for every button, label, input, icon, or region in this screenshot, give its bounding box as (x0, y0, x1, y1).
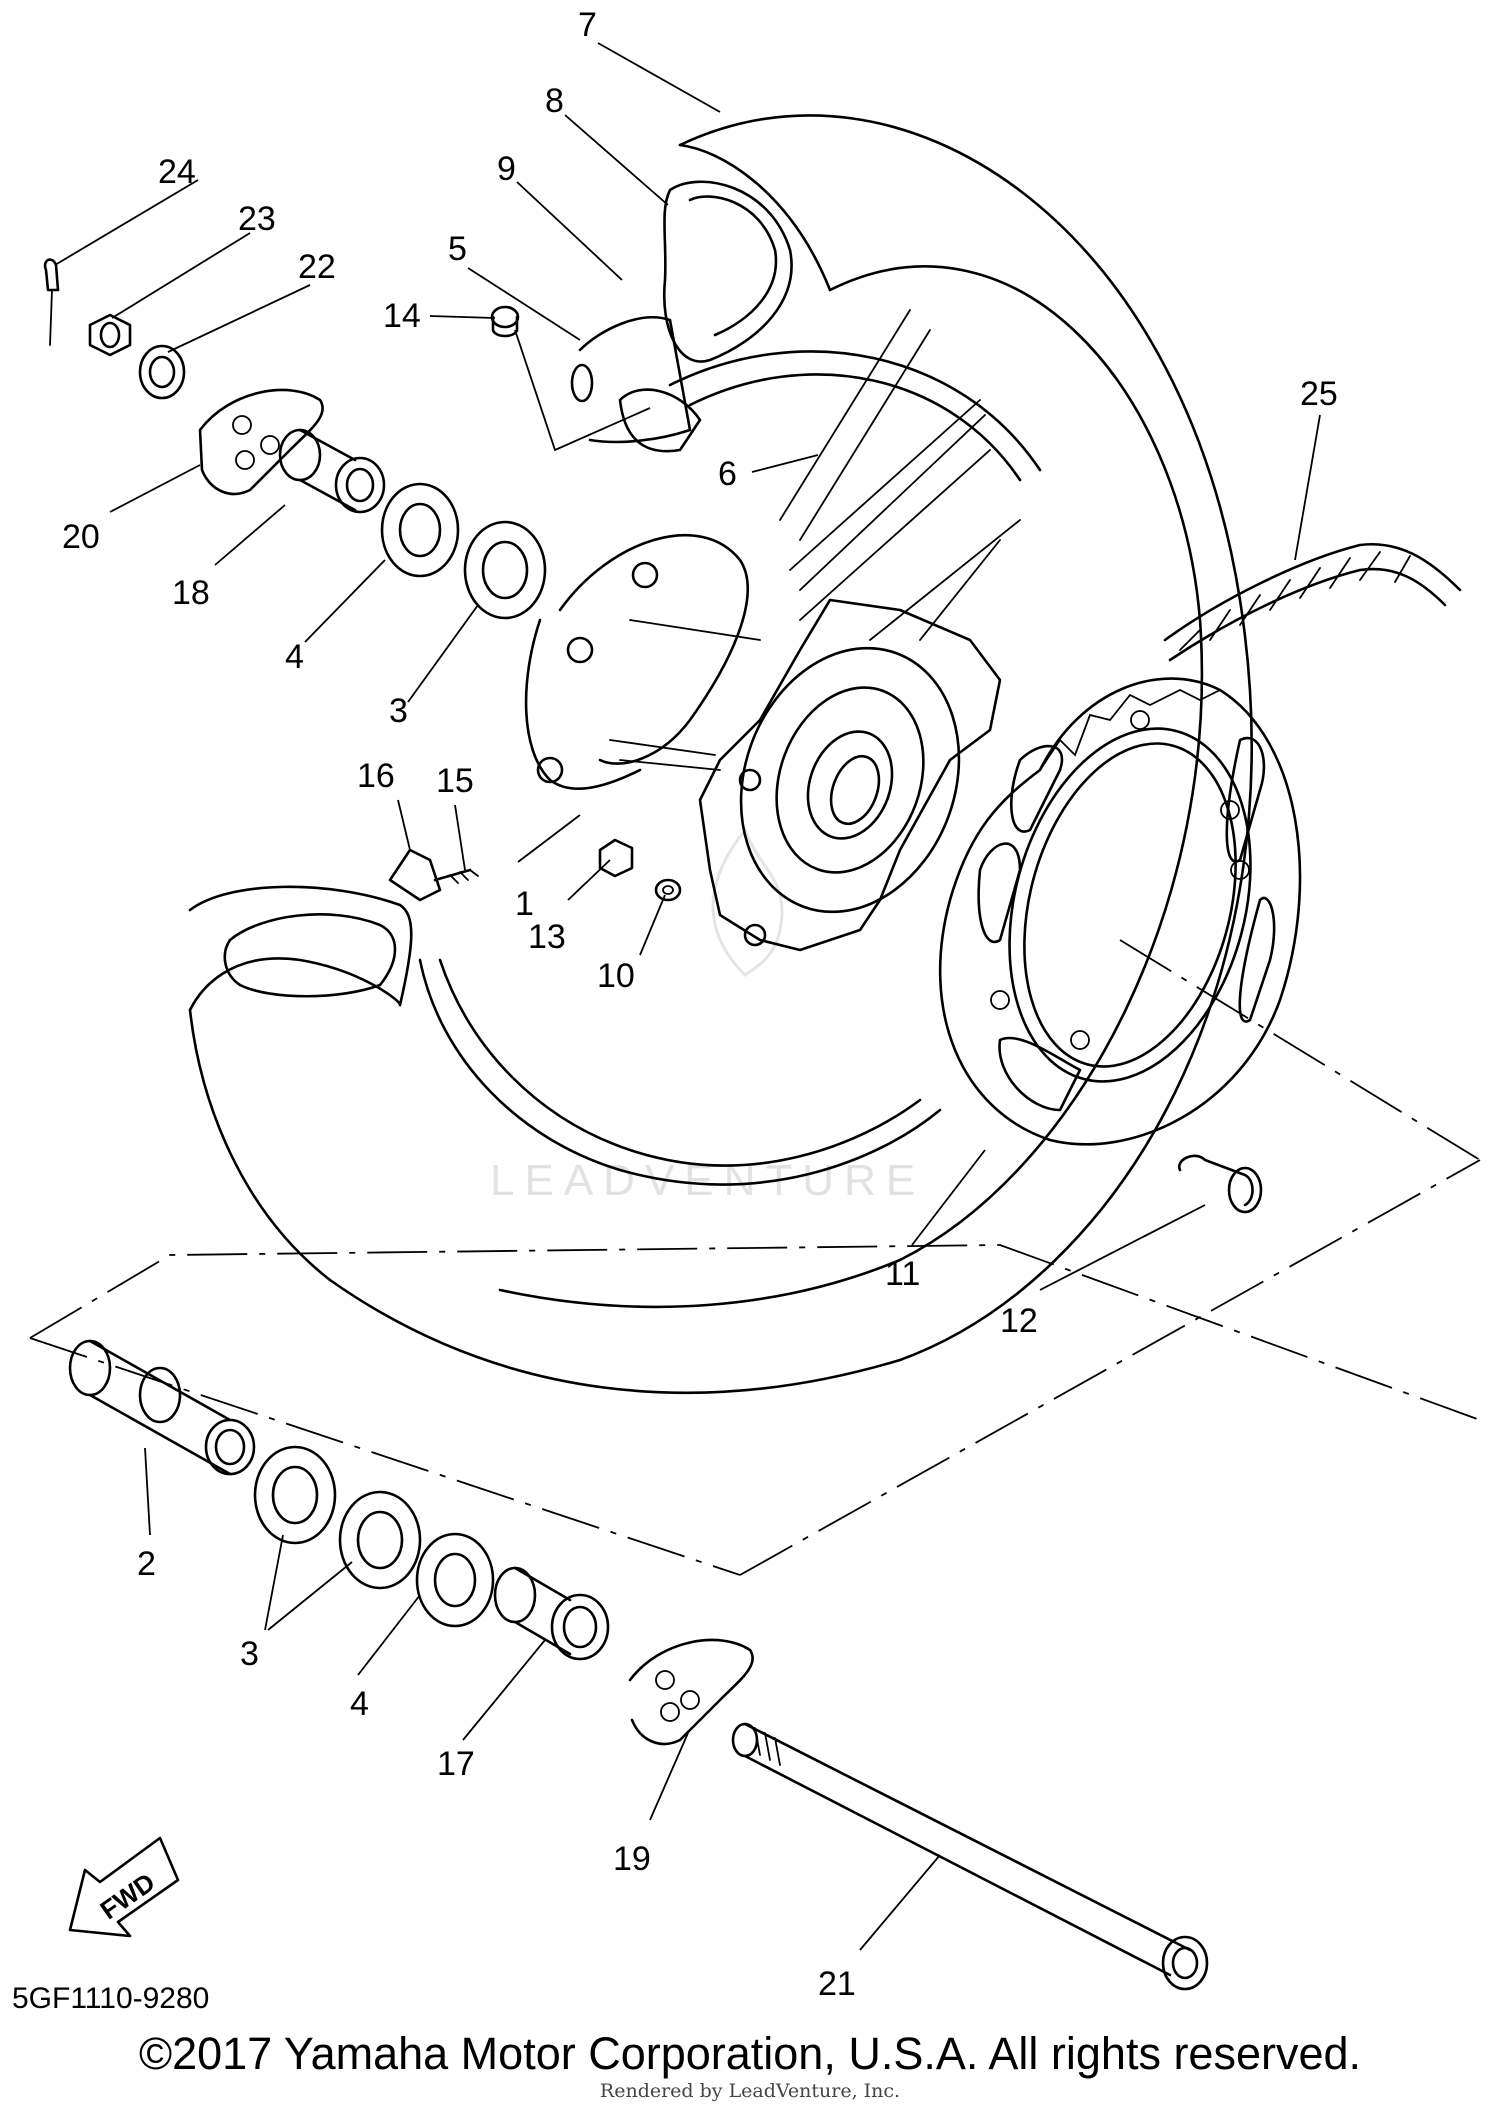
spacer-collar (68, 1339, 256, 1476)
spokes (609, 309, 1021, 771)
leadventure-watermark: LEADVENTURE (490, 827, 925, 1205)
callout-8: 8 (545, 82, 564, 120)
callout-1: 1 (515, 885, 534, 923)
rendered-by-notice: Rendered by LeadVenture, Inc. (599, 2080, 901, 2102)
callout-22: 22 (298, 248, 336, 286)
callout-4: 4 (285, 638, 304, 676)
sprocket (938, 677, 1302, 1146)
callout-16: 16 (357, 757, 395, 795)
bearings-lower (253, 1445, 610, 1661)
callout-5: 5 (448, 230, 467, 268)
callout-2: 2 (137, 1545, 156, 1583)
callout-3-lower: 3 (240, 1635, 259, 1673)
hub (524, 534, 1002, 952)
callout-19: 19 (613, 1840, 651, 1878)
tube (223, 180, 793, 998)
chain (1163, 542, 1462, 662)
callout-18: 18 (172, 574, 210, 612)
callout-24: 24 (158, 153, 196, 191)
rim (418, 350, 1042, 1186)
callout-10: 10 (597, 957, 635, 995)
copyright-notice: ©2017 Yamaha Motor Corporation, U.S.A. A… (138, 2028, 1362, 2079)
callout-7: 7 (578, 6, 597, 44)
axle (731, 1722, 1209, 1991)
callout-20: 20 (62, 518, 100, 556)
callout-numbers: 1 2 3 4 5 6 7 8 9 10 11 12 13 14 15 16 1… (62, 6, 1338, 2003)
valve-parts (388, 305, 520, 902)
callout-17: 17 (437, 1745, 475, 1783)
callout-3: 3 (389, 692, 408, 730)
watermark-text: LEADVENTURE (490, 1156, 925, 1205)
chain-puller-lower (628, 1638, 754, 1746)
rim-band (570, 316, 702, 453)
callout-4-lower: 4 (350, 1685, 369, 1723)
callout-6: 6 (718, 455, 737, 493)
tire (188, 114, 1253, 1395)
callout-12: 12 (1000, 1302, 1038, 1340)
callout-11: 11 (885, 1255, 920, 1293)
callout-9: 9 (497, 150, 516, 188)
upper-left-parts (43, 258, 547, 620)
callout-23: 23 (238, 200, 276, 238)
small-fasteners (598, 838, 1263, 1214)
callout-25: 25 (1300, 375, 1338, 413)
fwd-arrow: FWD (68, 1836, 180, 1938)
assembly-guides (29, 939, 1481, 1576)
callout-15: 15 (436, 762, 474, 800)
callout-13: 13 (528, 918, 566, 956)
callout-21: 21 (818, 1965, 856, 2003)
callout-14: 14 (383, 297, 421, 335)
diagram-code: 5GF1110-9280 (12, 1982, 209, 2015)
leader-lines (54, 42, 1321, 1951)
